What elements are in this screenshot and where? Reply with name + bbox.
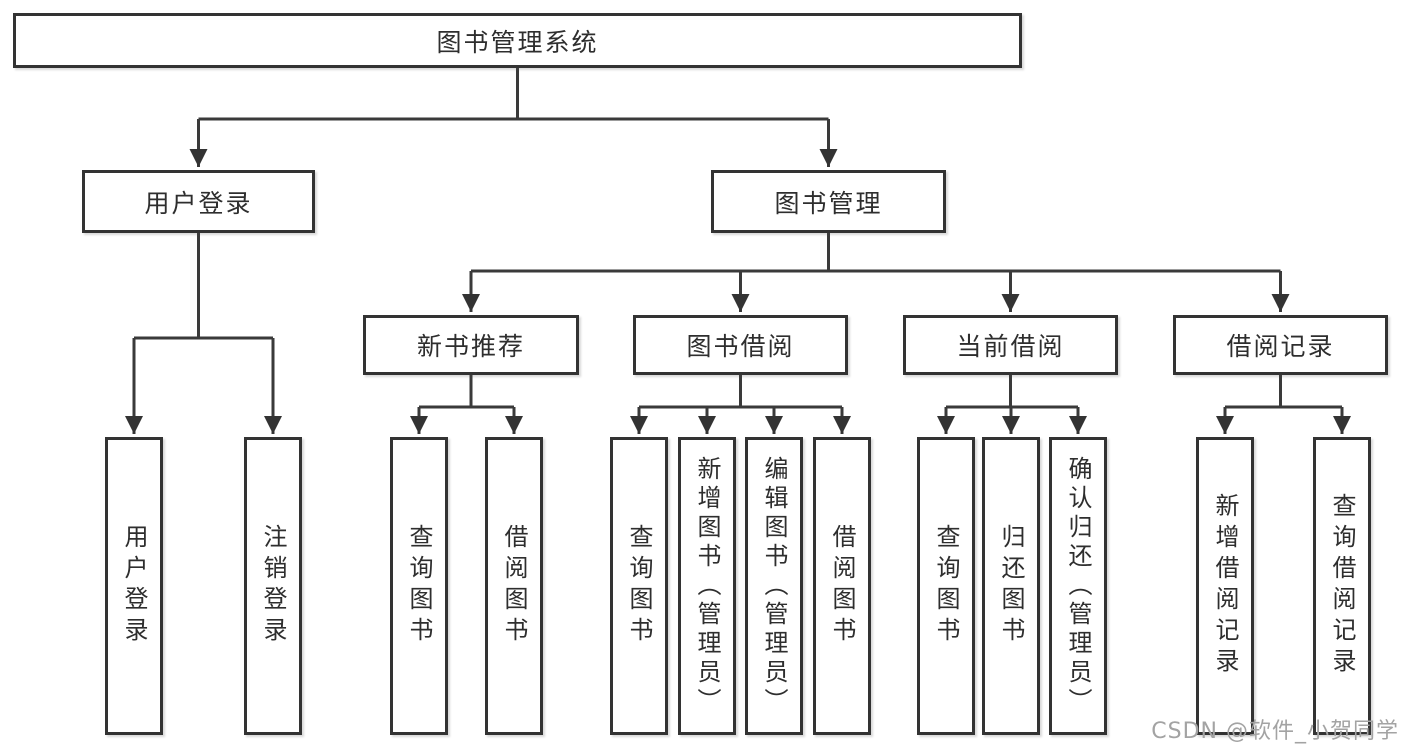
node-borrow-records-label: 借阅记录 (1226, 332, 1335, 361)
node-book-management: 图书管理 (711, 170, 946, 233)
leaf-newbooks-borrow-books-label: 借阅图书 (500, 524, 528, 648)
leaf-logout-label: 注销登录 (259, 524, 287, 648)
leaf-newbooks-query-books-label: 查询图书 (405, 524, 433, 648)
node-new-book-recommend: 新书推荐 (363, 315, 579, 375)
leaf-current-return-books: 归还图书 (982, 437, 1040, 735)
leaf-borrow-edit-books-admin-label: 编辑图书（管理员） (760, 455, 788, 717)
leaf-user-login: 用户登录 (105, 437, 163, 735)
leaf-newbooks-borrow-books: 借阅图书 (485, 437, 543, 735)
node-book-borrow-label: 图书借阅 (686, 332, 795, 361)
watermark: CSDN @软件_小贺同学 (1151, 719, 1399, 744)
node-current-borrow-label: 当前借阅 (956, 332, 1065, 361)
leaf-borrow-borrow-books: 借阅图书 (813, 437, 871, 735)
leaf-current-query-books: 查询图书 (917, 437, 975, 735)
leaf-newbooks-query-books: 查询图书 (390, 437, 448, 735)
leaf-borrow-query-books: 查询图书 (610, 437, 668, 735)
leaf-current-confirm-return-admin-label: 确认归还（管理员） (1064, 455, 1092, 717)
node-root-label: 图书管理系统 (436, 27, 599, 57)
leaf-current-confirm-return-admin: 确认归还（管理员） (1049, 437, 1107, 735)
leaf-logout: 注销登录 (244, 437, 302, 735)
leaf-borrow-query-books-label: 查询图书 (625, 524, 653, 648)
node-user-login: 用户登录 (82, 170, 315, 233)
node-borrow-records: 借阅记录 (1173, 315, 1388, 375)
node-book-management-label: 图书管理 (774, 188, 883, 218)
leaf-current-query-books-label: 查询图书 (932, 524, 960, 648)
leaf-user-login-label: 用户登录 (120, 524, 148, 648)
leaf-borrow-add-books-admin: 新增图书（管理员） (678, 437, 736, 735)
leaf-records-add-record-label: 新增借阅记录 (1211, 493, 1239, 679)
leaf-borrow-edit-books-admin: 编辑图书（管理员） (745, 437, 803, 735)
node-root: 图书管理系统 (13, 13, 1022, 68)
leaf-records-add-record: 新增借阅记录 (1196, 437, 1254, 735)
node-book-borrow: 图书借阅 (633, 315, 848, 375)
leaf-records-query-record: 查询借阅记录 (1313, 437, 1371, 735)
leaf-records-query-record-label: 查询借阅记录 (1328, 493, 1356, 679)
node-current-borrow: 当前借阅 (903, 315, 1118, 375)
node-user-login-label: 用户登录 (144, 188, 253, 218)
leaf-current-return-books-label: 归还图书 (997, 524, 1025, 648)
leaf-borrow-add-books-admin-label: 新增图书（管理员） (693, 455, 721, 717)
leaf-borrow-borrow-books-label: 借阅图书 (828, 524, 856, 648)
node-new-book-recommend-label: 新书推荐 (416, 332, 525, 361)
